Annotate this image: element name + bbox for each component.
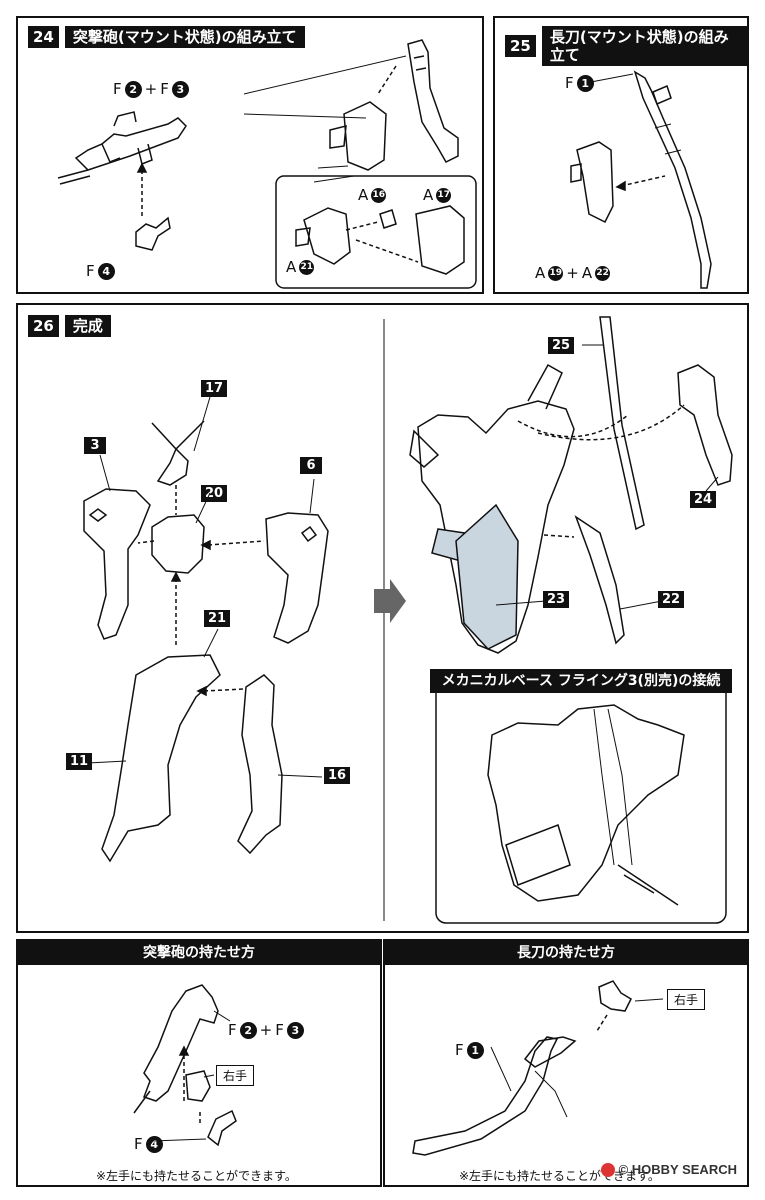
result-arrow-icon [374, 579, 406, 623]
inset-box [275, 175, 477, 289]
step-title: 完成 [64, 315, 111, 337]
step-title: 突撃砲(マウント状態)の組み立て [64, 26, 305, 48]
watermark-logo-icon [600, 1162, 615, 1177]
step-number: 26 [28, 315, 59, 337]
callout-24: 24 [690, 491, 717, 508]
right-arm-part-drawing [265, 512, 329, 644]
step-number: 24 [28, 26, 59, 48]
mounted-rifle-drawing [407, 39, 459, 163]
step-26-header: 26 完成 [28, 315, 111, 337]
grip-part-drawing [135, 216, 171, 251]
callout-25: 25 [548, 337, 575, 354]
base-connection-heading: メカニカルベース フライング3(別売)の接続 [430, 669, 732, 693]
callout-23: 23 [543, 591, 570, 608]
left-arm-part-drawing [83, 488, 151, 640]
held-rifle-drawing [143, 984, 219, 1102]
mount-bracket-drawing [329, 101, 387, 171]
callout-16: 16 [324, 767, 351, 784]
left-leg-part-drawing [101, 654, 221, 863]
step-26-panel: 26 完成 17 3 20 6 21 11 16 25 24 23 22 [16, 303, 749, 933]
watermark: © HOBBY SEARCH [600, 1162, 737, 1177]
held-sword-drawing [412, 1036, 559, 1156]
callout-3: 3 [84, 437, 106, 454]
robot-on-base-drawing [487, 704, 685, 906]
completed-robot-drawing [409, 363, 575, 654]
rifle-hold-drawing [133, 984, 237, 1147]
callout-17: 17 [201, 380, 228, 397]
step-25-header: 25 長刀(マウント状態)の組み立て [505, 26, 747, 66]
sword-hold-drawing [412, 980, 664, 1156]
step-number: 25 [505, 35, 536, 57]
right-leg-part-drawing [237, 674, 283, 855]
callout-11: 11 [66, 753, 93, 770]
step-title: 長刀(マウント状態)の組み立て [541, 26, 747, 66]
right-hand-tag: 右手 [667, 989, 706, 1010]
step-24-header: 24 突撃砲(マウント状態)の組み立て [28, 26, 305, 48]
right-hand-tag: 右手 [216, 1065, 255, 1086]
hand-drawing [598, 980, 632, 1012]
sword-hold-heading: 長刀の持たせ方 [385, 941, 747, 965]
long-sword-drawing [633, 70, 712, 289]
step-24-drawing [57, 39, 477, 289]
left-hand-note: ※左手にも持たせることができます。 [96, 1169, 297, 1183]
step-26-drawing [83, 316, 733, 924]
step-25-drawing [570, 70, 712, 289]
head-part-drawing [151, 396, 211, 486]
callout-21: 21 [204, 610, 231, 627]
callout-6: 6 [300, 457, 322, 474]
callout-22: 22 [658, 591, 685, 608]
sword-mount-drawing [570, 141, 614, 224]
torso-part-drawing [151, 514, 205, 574]
rifle-hold-heading: 突撃砲の持たせ方 [18, 941, 380, 965]
assault-cannon-drawing [57, 111, 187, 185]
hand-drawing [185, 1070, 211, 1102]
base-connection-inset [435, 672, 727, 924]
